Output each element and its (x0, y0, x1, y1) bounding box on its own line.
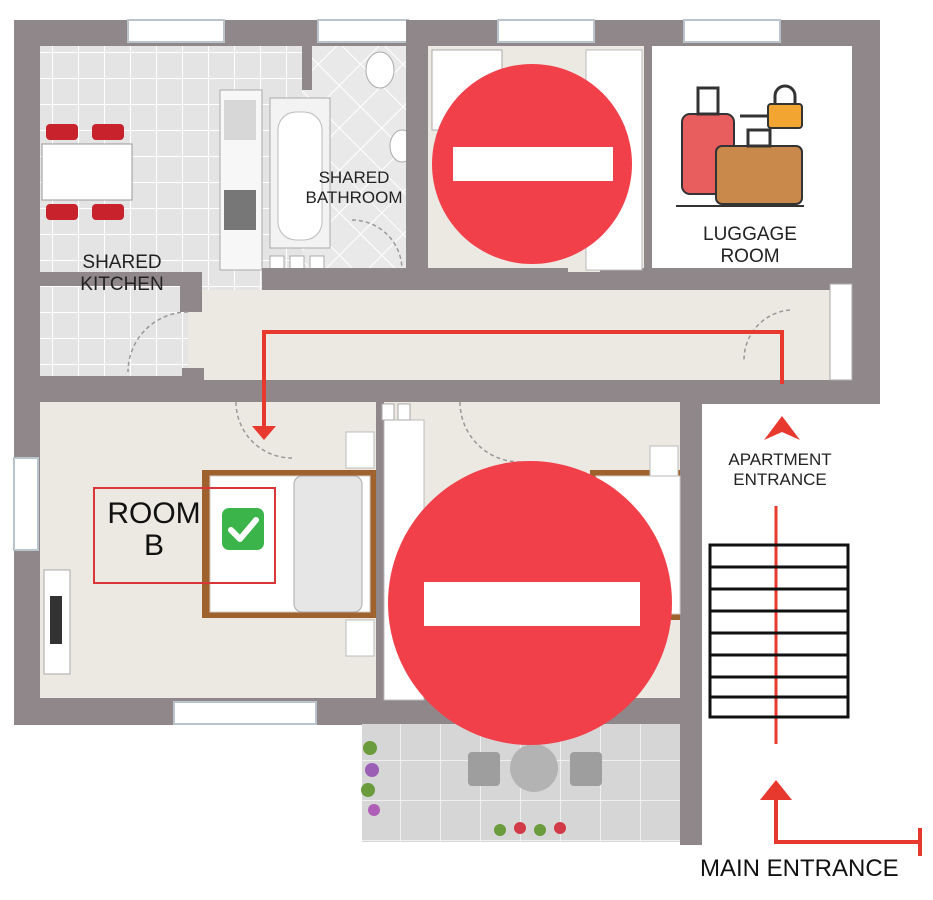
door-swings (127, 219, 791, 463)
kitchen-furniture (41, 89, 263, 271)
room-b-highlight (93, 487, 276, 584)
interior-walls (40, 20, 880, 698)
room-b-label: ROOM B (107, 497, 201, 562)
windows (13, 19, 781, 725)
main-entrance-label: MAIN ENTRANCE (700, 855, 899, 882)
shared-kitchen-label: SHARED KITCHEN (80, 252, 164, 295)
apartment-entrance-label: APARTMENT ENTRANCE (728, 450, 832, 489)
luggage-room-label: LUGGAGE ROOM (703, 224, 797, 267)
stairs (708, 543, 850, 719)
bathroom-fixtures (269, 51, 415, 273)
luggage-icon (676, 84, 804, 207)
no-entry-icon (388, 461, 672, 745)
check-icon (222, 508, 264, 550)
no-entry-icon (432, 64, 632, 264)
hallway-floor (188, 290, 852, 380)
shared-bathroom-label: SHARED BATHROOM (305, 168, 403, 207)
